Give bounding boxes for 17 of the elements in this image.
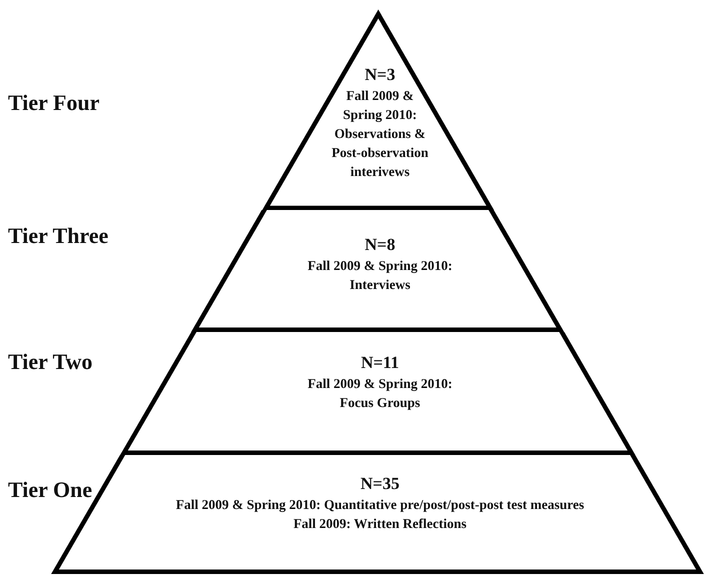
pyramid-tier (260, 8, 496, 210)
pyramid-tier (118, 332, 638, 456)
pyramid-tier (189, 210, 566, 332)
tier-description: Fall 2009 & Spring 2010: Quantitative pre/post/post-post test measures (176, 496, 584, 514)
tier-label: Tier One (8, 477, 92, 503)
sample-size: N=3 (364, 64, 396, 86)
sample-size: N=11 (360, 352, 399, 374)
pyramid-tier (49, 455, 705, 574)
tier-description: Fall 2009: Written Reflections (293, 515, 467, 533)
tier-description: Fall 2009 & Spring 2010: Interviews (306, 257, 454, 294)
sample-size: N=35 (360, 473, 400, 495)
tier-label: Tier Three (8, 223, 108, 249)
sample-size: N=8 (364, 234, 396, 256)
tier-label: Tier Two (8, 349, 93, 375)
tier-description: Fall 2009 & Spring 2010: Focus Groups (306, 375, 454, 412)
tier-label: Tier Four (8, 90, 100, 116)
tier-description: Fall 2009 & Spring 2010: Observations & Post-observation interivews (330, 87, 430, 181)
